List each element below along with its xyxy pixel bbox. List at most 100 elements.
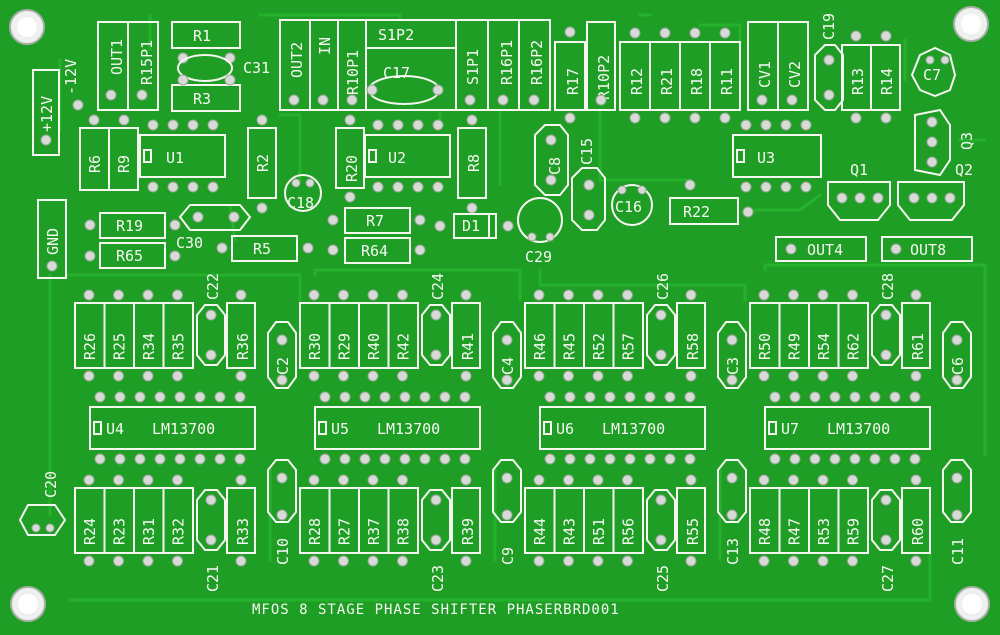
u4-label: U4 (106, 420, 124, 438)
r19-label: R19 (116, 217, 143, 235)
solder-pad (367, 289, 379, 301)
solder-pad (880, 534, 892, 546)
u7-label: U7 (781, 420, 799, 438)
c23-label: C23 (429, 565, 447, 592)
solder-pad (592, 289, 604, 301)
c8-label: C8 (546, 157, 564, 175)
solder-pad (788, 370, 799, 382)
c26-label: C26 (654, 273, 672, 300)
c25-label: C25 (654, 565, 672, 592)
r14-label: R14 (878, 68, 896, 95)
solder-pad (430, 494, 442, 506)
solder-pad (880, 309, 892, 321)
r58-label: R58 (684, 333, 702, 360)
solder-pad (533, 370, 545, 382)
solder-pad (430, 534, 442, 546)
r57-label: R57 (620, 333, 638, 360)
solder-pad (234, 453, 246, 465)
c3-label: C3 (724, 357, 742, 375)
r10p1-label: R10P1 (344, 50, 362, 95)
solder-pad (205, 494, 217, 506)
c20-label: C20 (42, 471, 60, 498)
r45-label: R45 (561, 333, 579, 360)
solder-pad (847, 370, 858, 382)
solder-pad (624, 391, 636, 403)
r30-label: R30 (306, 333, 324, 360)
r2-label: R2 (254, 154, 272, 172)
c18-label: C18 (287, 194, 314, 212)
r36-label: R36 (234, 333, 252, 360)
r54-label: R54 (815, 333, 833, 360)
r24-label: R24 (81, 518, 99, 545)
c2-label: C2 (274, 357, 292, 375)
solder-pad (849, 391, 861, 403)
solder-pad (847, 289, 858, 301)
r26-label: R26 (81, 333, 99, 360)
solder-pad (685, 289, 697, 301)
solder-pad (726, 334, 738, 346)
solder-pad (789, 391, 801, 403)
u1-label: U1 (166, 149, 184, 167)
c16-label: C16 (615, 198, 642, 216)
solder-pad (205, 534, 217, 546)
r8-label: R8 (465, 154, 483, 172)
r60-label: R60 (909, 518, 927, 545)
r15p1-label: R15P1 (138, 40, 156, 85)
solder-pad (889, 391, 901, 403)
solder-pad (214, 391, 226, 403)
solder-pad (235, 555, 247, 567)
solder-pad (769, 453, 781, 465)
solder-pad (592, 370, 604, 382)
solder-pad (817, 555, 829, 567)
solder-pad (439, 391, 451, 403)
r62-label: R62 (845, 333, 863, 360)
solder-pad (788, 474, 799, 486)
solder-pad (419, 453, 431, 465)
c30-label: C30 (176, 234, 203, 252)
solder-pad (563, 555, 574, 567)
c6-label: C6 (949, 357, 967, 375)
solder-pad (235, 289, 247, 301)
solder-pad (113, 289, 124, 301)
r52-label: R52 (590, 333, 608, 360)
solder-pad (684, 453, 696, 465)
r64-label: R64 (361, 242, 388, 260)
solder-pad (276, 374, 288, 386)
solder-pad (501, 334, 513, 346)
solder-pad (172, 555, 183, 567)
solder-pad (533, 474, 545, 486)
r47-label: R47 (786, 518, 804, 545)
solder-pad (655, 534, 667, 546)
solder-pad (584, 453, 596, 465)
u6-label: U6 (556, 420, 574, 438)
solder-pad (83, 555, 95, 567)
d1-label: D1 (462, 217, 480, 235)
solder-pad (533, 289, 545, 301)
solder-pad (889, 453, 901, 465)
solder-pad (685, 370, 697, 382)
u5-label: U5 (331, 420, 349, 438)
solder-pad (134, 391, 146, 403)
r56-label: R56 (620, 518, 638, 545)
r13-label: R13 (849, 68, 867, 95)
solder-pad (622, 474, 633, 486)
solder-pad (94, 453, 106, 465)
solder-pad (319, 391, 331, 403)
solder-pad (235, 474, 247, 486)
solder-pad (397, 370, 408, 382)
solder-pad (624, 453, 636, 465)
solder-pad (655, 309, 667, 321)
r42-label: R42 (395, 333, 413, 360)
mounting-hole-top-left (9, 9, 45, 45)
c17-label: C17 (383, 64, 410, 82)
u2-label: U2 (388, 149, 406, 167)
solder-pad (817, 289, 829, 301)
solder-pad (849, 453, 861, 465)
solder-pad (829, 391, 841, 403)
r1-label: R1 (193, 27, 211, 45)
u5-part-label: LM13700 (377, 420, 440, 438)
r44-label: R44 (531, 518, 549, 545)
solder-pad (622, 555, 633, 567)
